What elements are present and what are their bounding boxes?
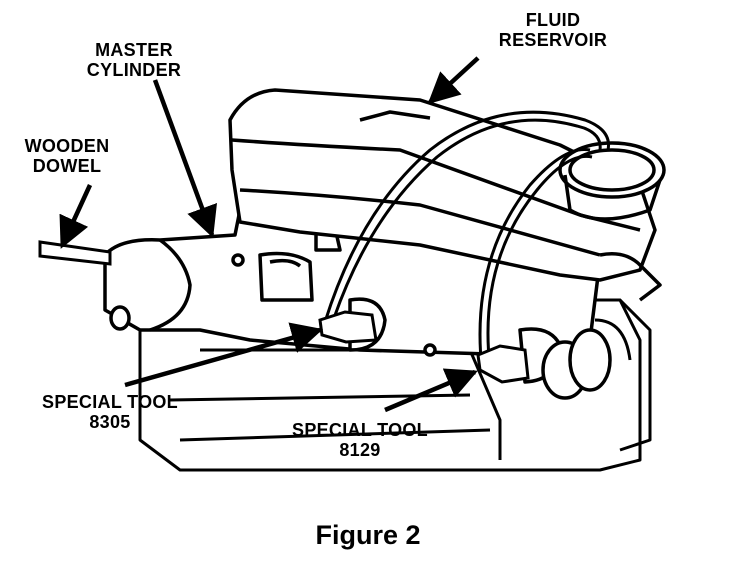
label-wooden-dowel-line1: WOODEN bbox=[24, 136, 110, 156]
fluid-reservoir-shape bbox=[228, 88, 666, 302]
label-master-cylinder-line1: MASTER bbox=[95, 40, 173, 60]
bleed-tubes bbox=[323, 110, 611, 371]
label-master-cylinder: MASTER CYLINDER bbox=[74, 40, 194, 80]
tool-fittings bbox=[318, 310, 530, 384]
label-special-tool-8305-line2: 8305 bbox=[89, 412, 131, 432]
label-special-tool-8305-line1: SPECIAL TOOL bbox=[42, 392, 178, 412]
label-fluid-reservoir-line1: FLUID bbox=[525, 10, 581, 30]
label-master-cylinder-line2: CYLINDER bbox=[86, 60, 182, 80]
label-special-tool-8129: SPECIAL TOOL 8129 bbox=[270, 420, 450, 460]
arrow-special-tool-8129 bbox=[384, 368, 478, 413]
figure-caption: Figure 2 bbox=[315, 520, 421, 550]
label-special-tool-8129-line1: SPECIAL TOOL bbox=[292, 420, 428, 440]
arrow-wooden-dowel bbox=[59, 184, 93, 249]
label-fluid-reservoir-line2: RESERVOIR bbox=[498, 30, 608, 50]
leader-arrows bbox=[59, 56, 480, 413]
label-wooden-dowel-line2: DOWEL bbox=[32, 156, 102, 176]
label-fluid-reservoir: FLUID RESERVOIR bbox=[478, 10, 628, 50]
label-special-tool-8305: SPECIAL TOOL 8305 bbox=[20, 392, 200, 432]
arrow-special-tool-8305 bbox=[124, 322, 324, 388]
arrow-master-cylinder bbox=[152, 79, 217, 238]
label-wooden-dowel: WOODEN DOWEL bbox=[12, 136, 122, 176]
label-special-tool-8129-line2: 8129 bbox=[339, 440, 381, 460]
wooden-dowel-shape bbox=[38, 240, 112, 266]
arrow-fluid-reservoir bbox=[427, 56, 480, 105]
